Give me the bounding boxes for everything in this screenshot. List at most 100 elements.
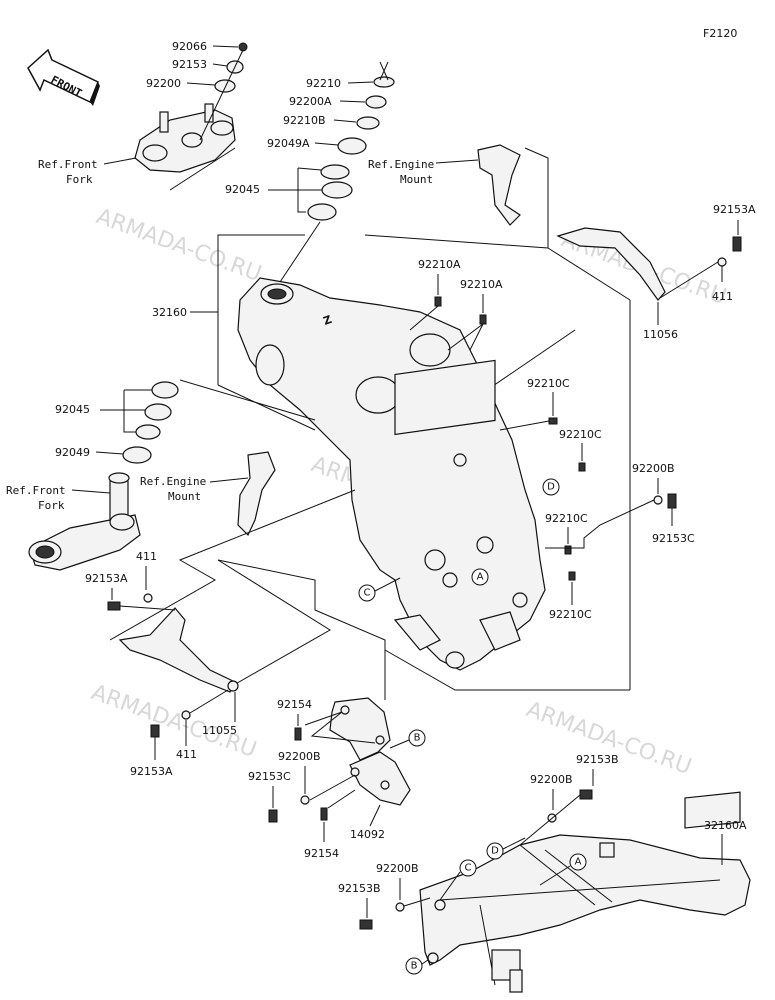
part-label: 92153C (248, 770, 291, 783)
bolt-icon (268, 809, 278, 823)
part-label: 411 (176, 748, 197, 761)
bracket-11055 (118, 607, 239, 693)
ref-front-fork-left[interactable]: Ref.Front (6, 484, 66, 497)
watermark: ARMADA-CO.RU (523, 697, 695, 780)
guard-plate-14092 (329, 697, 411, 806)
callout-b-label: B (414, 733, 421, 744)
ref-engine-mount-left[interactable]: Ref.Engine (140, 475, 206, 488)
ref-engine-mount-top[interactable]: Ref.Engine (368, 158, 434, 171)
callout-a-label: A (477, 572, 484, 583)
part-label: 92200A (289, 95, 332, 108)
bolt-icon (578, 462, 586, 472)
bolt-icon (359, 919, 373, 930)
part-label: 32160 (152, 306, 187, 319)
part-label: 92045 (225, 183, 260, 196)
part-label: 92210A (418, 258, 461, 271)
part-label: 92154 (304, 847, 339, 860)
bolt-icon (479, 314, 487, 325)
callout-c (358, 584, 376, 602)
part-label: 14092 (350, 828, 385, 841)
part-label: 32160A (704, 819, 747, 832)
part-label: 11055 (202, 724, 237, 737)
cap-nut-icon (238, 42, 248, 52)
callout-b-label: B (411, 961, 418, 972)
washer-icon (181, 710, 191, 720)
bolt-icon (548, 417, 558, 425)
part-label: 92200 (146, 77, 181, 90)
part-label: 92210C (545, 512, 588, 525)
part-label: 92210A (460, 278, 503, 291)
callout-d-label: D (547, 482, 555, 493)
part-label: 92066 (172, 40, 207, 53)
part-label: 92200B (632, 462, 675, 475)
bracket-11056 (556, 227, 666, 301)
main-frame-32160: Z (237, 277, 546, 671)
washer-icon (653, 495, 663, 505)
callout-a (471, 568, 489, 586)
callout-b (408, 729, 426, 747)
callout-b (405, 957, 423, 975)
callout-c (459, 859, 477, 877)
ref-engine-mount-top[interactable]: Mount (400, 173, 433, 186)
ref-front-fork-top[interactable]: Ref.Front (38, 158, 98, 171)
watermark: ARMADA-CO.RU (93, 204, 265, 287)
part-label: 92200B (376, 862, 419, 875)
bolt-icon (667, 493, 677, 509)
ref-front-fork-left[interactable]: Fork (38, 499, 65, 512)
engine-mount-left (237, 451, 276, 537)
callout-d (486, 842, 504, 860)
part-label: 92045 (55, 403, 90, 416)
front-arrow-icon: FRONT (27, 48, 100, 106)
part-label: 411 (712, 290, 733, 303)
ref-front-fork-top[interactable]: Fork (66, 173, 93, 186)
washer-icon (214, 79, 236, 93)
bolt-icon (564, 545, 572, 555)
part-label: 92153C (652, 532, 695, 545)
part-label: 92210C (527, 377, 570, 390)
part-label: 92153A (85, 572, 128, 585)
steering-nut-stack (337, 76, 395, 155)
bearing-icon (144, 403, 172, 421)
callout-c-label: C (364, 588, 371, 599)
part-label: 92153A (130, 765, 173, 778)
part-label: 92210B (283, 114, 326, 127)
bolt-icon (320, 807, 328, 821)
bolt-icon (579, 789, 593, 800)
part-label: 92153B (338, 882, 381, 895)
part-label: 92210C (559, 428, 602, 441)
part-label: 92200B (530, 773, 573, 786)
callout-c-label: C (465, 863, 472, 874)
washer-icon (717, 257, 727, 267)
part-label: 11056 (643, 328, 678, 341)
callout-a (569, 853, 587, 871)
bolt-icon (732, 236, 742, 252)
part-label: 92153 (172, 58, 207, 71)
washer-icon (300, 795, 310, 805)
engine-mount-top (477, 144, 521, 226)
ref-engine-mount-left[interactable]: Mount (168, 490, 201, 503)
part-label: 92153A (713, 203, 756, 216)
watermark: ARMADA-CO.RU (88, 680, 260, 763)
callout-a-label: A (575, 857, 582, 868)
callout-d-label: D (491, 846, 499, 857)
part-label: 92049A (267, 137, 310, 150)
part-label: 411 (136, 550, 157, 563)
svg-text:Z: Z (322, 313, 334, 328)
part-label: 92154 (277, 698, 312, 711)
washer-icon (395, 902, 405, 912)
bolt-icon (107, 601, 121, 611)
bolt-icon (434, 296, 442, 307)
steering-stem (28, 472, 141, 571)
bearing-icon (321, 181, 353, 199)
subframe-32160A (419, 791, 751, 993)
part-label: 92210 (306, 77, 341, 90)
part-label: 92153B (576, 753, 619, 766)
part-label: 92200B (278, 750, 321, 763)
bolt-icon (294, 727, 302, 741)
callout-d (542, 478, 560, 496)
figure-code: F2120 (703, 27, 737, 40)
part-label: 92049 (55, 446, 90, 459)
washer-icon (143, 593, 153, 603)
bolt-icon (568, 571, 576, 581)
